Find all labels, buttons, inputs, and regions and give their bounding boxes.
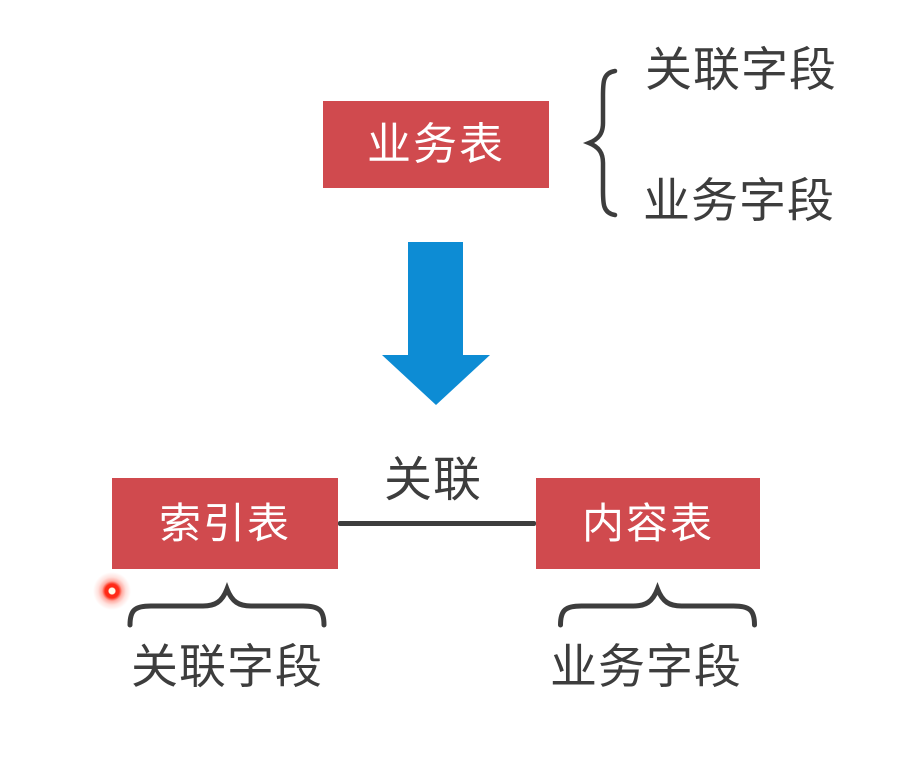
- down-arrow-icon: [382, 242, 490, 405]
- business-table-box: 业务表: [323, 101, 549, 188]
- connector-line: [338, 521, 536, 526]
- top-field-label-association: 关联字段: [645, 43, 837, 96]
- curly-brace-icon: [582, 68, 618, 218]
- bottom-left-field-label: 关联字段: [131, 640, 323, 693]
- index-table-box: 索引表: [112, 478, 338, 569]
- horizontal-brace-icon: [558, 582, 757, 628]
- relation-label: 关联: [384, 454, 483, 507]
- laser-pointer-dot: [92, 571, 132, 611]
- horizontal-brace-icon: [127, 582, 327, 628]
- top-field-label-business: 业务字段: [643, 174, 835, 227]
- bottom-right-field-label: 业务字段: [550, 640, 742, 693]
- content-table-box: 内容表: [536, 478, 760, 569]
